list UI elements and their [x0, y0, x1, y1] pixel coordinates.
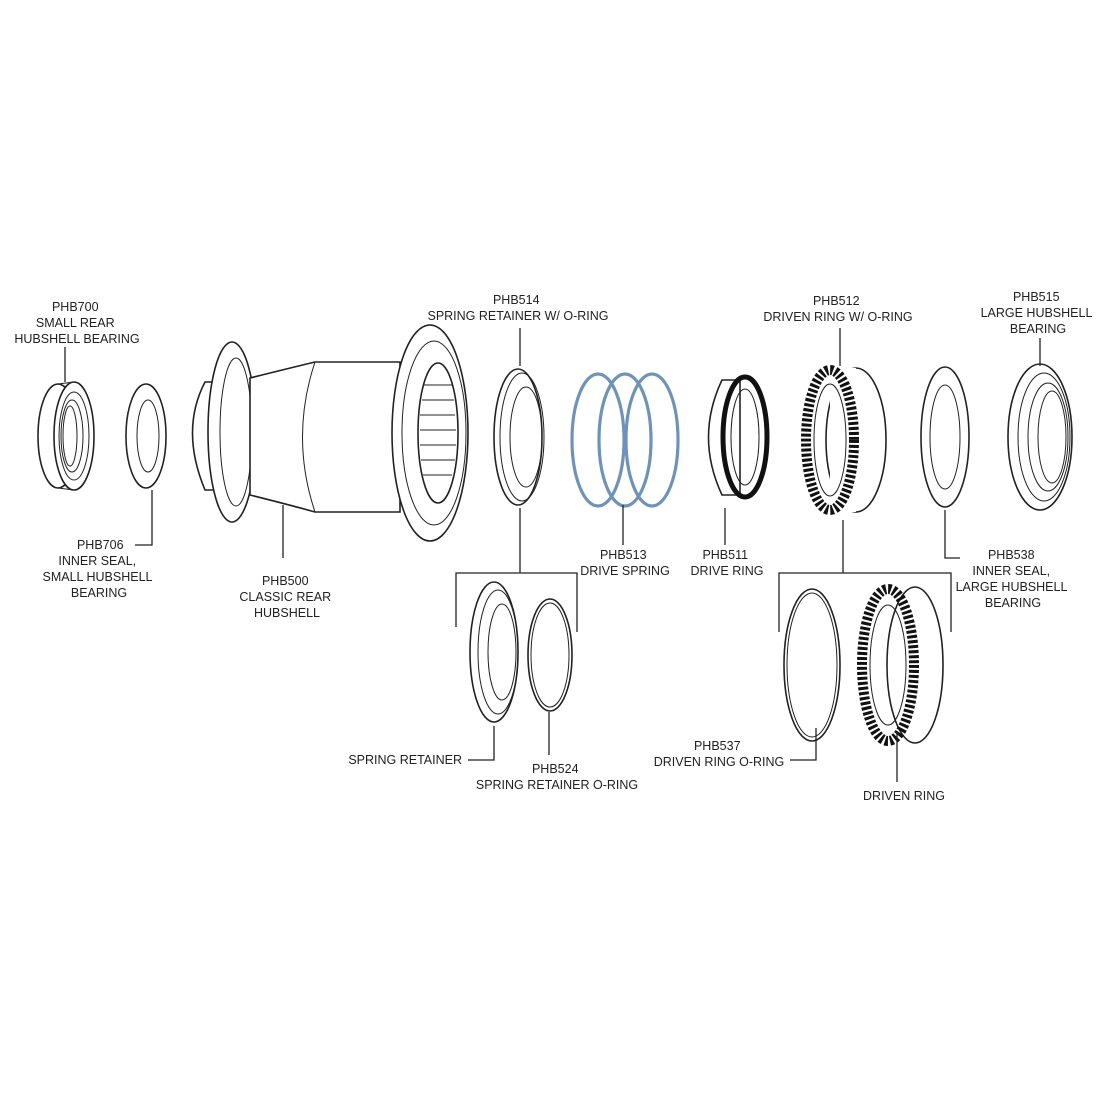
- part-phb538-inner-seal: [920, 366, 970, 508]
- label-phb500: PHB500 CLASSIC REAR HUBSHELL: [239, 574, 334, 620]
- label-phb513: PHB513 DRIVE SPRING: [580, 548, 670, 578]
- part-phb514-spring-retainer: [493, 368, 545, 506]
- label-driven-ring: DRIVEN RING: [863, 789, 945, 803]
- label-phb511: PHB511 DRIVE RING: [691, 548, 764, 578]
- part-phb700-small-bearing: [37, 381, 95, 491]
- part-phb512-driven-ring: [801, 365, 887, 515]
- part-driven-ring: [857, 584, 944, 746]
- part-phb706-inner-seal: [125, 383, 167, 489]
- label-phb537: PHB537 DRIVEN RING O-RING: [654, 739, 785, 769]
- label-phb515: PHB515 LARGE HUBSHELL BEARING: [981, 290, 1096, 336]
- part-phb511-drive-ring: [707, 374, 770, 500]
- label-phb700: PHB700 SMALL REAR HUBSHELL BEARING: [14, 300, 139, 346]
- part-phb537-oring: [783, 588, 841, 742]
- label-phb524: PHB524 SPRING RETAINER O-RING: [476, 762, 638, 792]
- part-phb513-drive-spring: [570, 372, 680, 508]
- label-phb706: PHB706 INNER SEAL, SMALL HUBSHELL BEARIN…: [42, 538, 155, 600]
- part-phb500-hubshell: [191, 324, 469, 542]
- part-phb515-large-bearing: [1007, 363, 1073, 511]
- label-spring-retainer: SPRING RETAINER: [348, 753, 462, 767]
- part-spring-retainer: [469, 581, 519, 723]
- label-phb514: PHB514 SPRING RETAINER W/ O-RING: [427, 293, 608, 323]
- leader-lines: [64, 328, 1041, 782]
- label-phb538: PHB538 INNER SEAL, LARGE HUBSHELL BEARIN…: [956, 548, 1071, 610]
- label-phb512: PHB512 DRIVEN RING W/ O-RING: [763, 294, 912, 324]
- part-phb524-oring: [527, 598, 573, 712]
